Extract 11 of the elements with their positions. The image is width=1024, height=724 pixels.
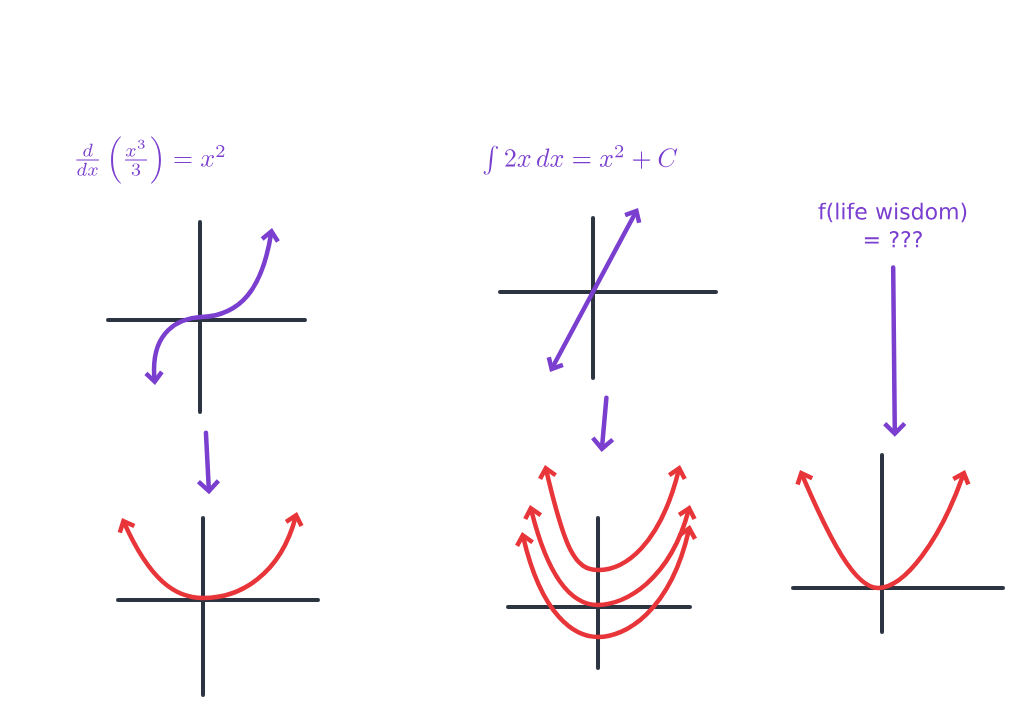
graph-drawing — [506, 465, 697, 670]
arrow — [591, 395, 615, 452]
arrow — [883, 265, 907, 437]
graph-drawing — [791, 453, 1005, 634]
formula: $\int 2x\,dx = x^2 + C$ — [483, 145, 678, 175]
graph-drawing — [116, 512, 320, 697]
graph-drawing — [106, 220, 307, 414]
formula: $\frac{d}{dx}\left(\frac{x^3}{3}\right) = x^2$ — [76, 136, 225, 184]
graph-drawing — [498, 208, 718, 380]
handwritten-text: f(life wisdom) = ??? — [818, 202, 967, 248]
arrow — [196, 430, 221, 495]
